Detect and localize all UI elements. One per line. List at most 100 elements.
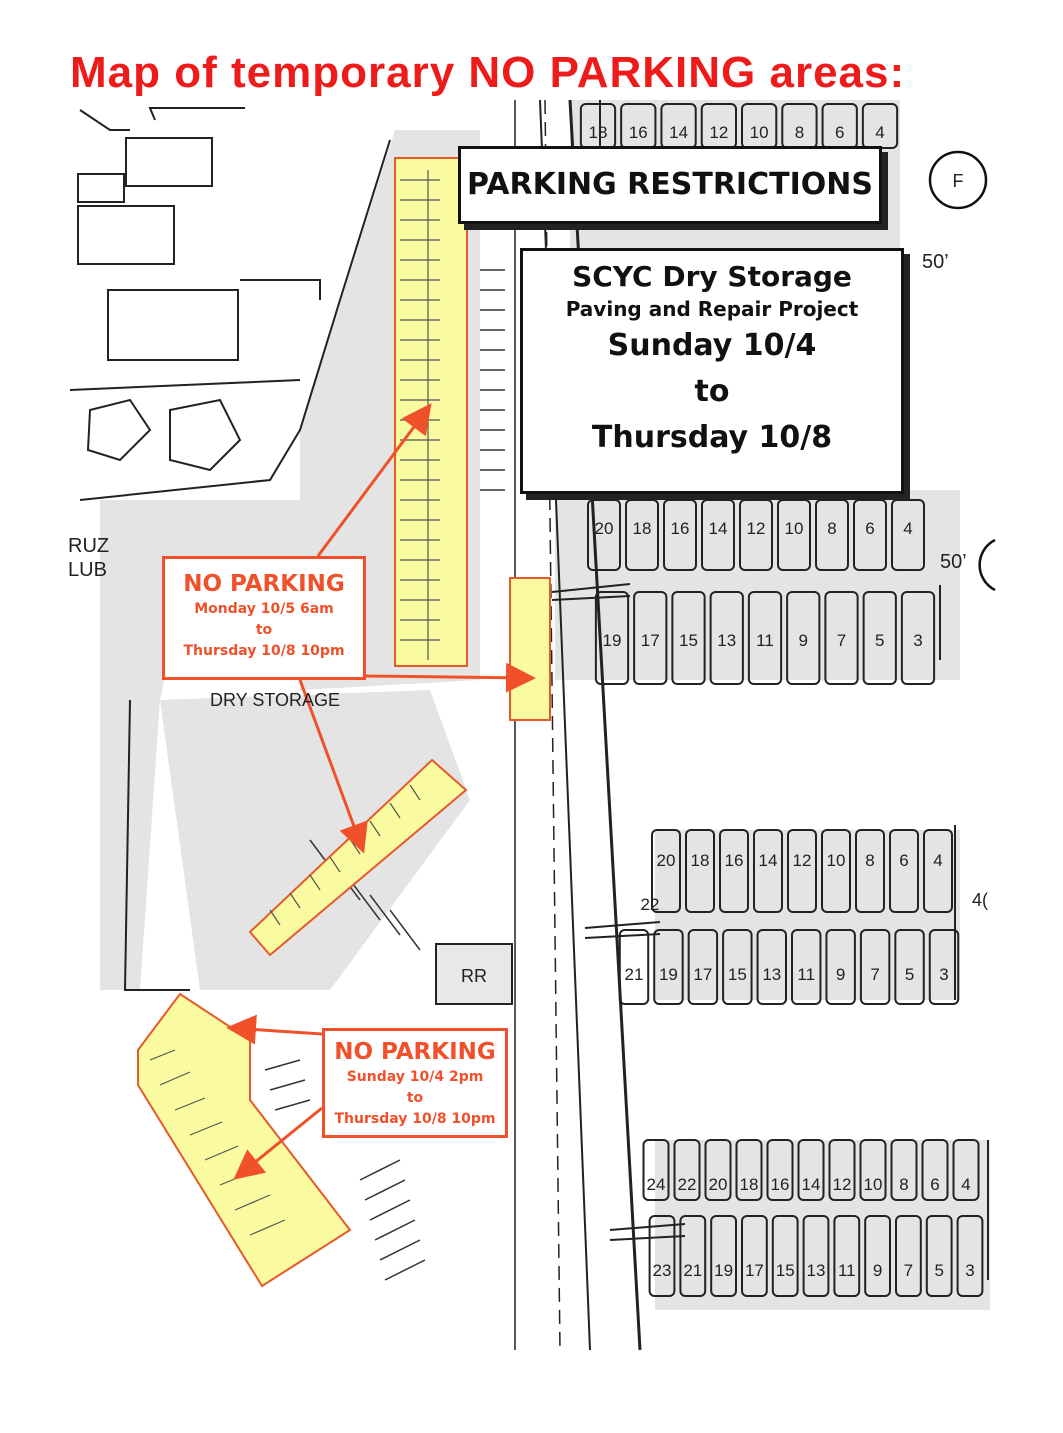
slip-number: 10 — [750, 123, 769, 142]
no-parking-2-heading: NO PARKING — [334, 1039, 496, 1065]
dock-slip — [815, 499, 849, 571]
marker-arc-2 — [978, 538, 996, 592]
slip-number: 7 — [837, 631, 846, 650]
slip-number: 17 — [745, 1261, 764, 1280]
dock-slip — [587, 499, 621, 571]
arrow-to-south-lot — [233, 1106, 323, 1180]
slip-number: 22 — [678, 1175, 697, 1194]
marker-f-circle — [928, 150, 988, 210]
slip-number: 6 — [835, 123, 844, 142]
no-parking-zones — [137, 157, 551, 1288]
slip-number: 20 — [595, 519, 614, 538]
dock-slip — [663, 499, 697, 571]
slip-number: 6 — [899, 851, 908, 870]
slip-number: 5 — [875, 631, 884, 650]
dock-slip — [710, 1215, 738, 1297]
dock-slip — [771, 1215, 799, 1297]
zone-diagonal-strip — [248, 758, 468, 957]
slip-number: 4 — [933, 851, 942, 870]
dock-slip — [709, 591, 744, 685]
arrows — [226, 403, 536, 1180]
slip-number: 16 — [725, 851, 744, 870]
zone-south-lot — [137, 992, 352, 1288]
dock-slip — [747, 591, 783, 685]
project-to: to — [694, 374, 730, 409]
buildings — [77, 107, 321, 472]
slip-number: 3 — [939, 965, 948, 984]
dock-slip — [722, 929, 753, 1005]
slip-number: 23 — [653, 1261, 672, 1280]
dock-slip — [625, 499, 659, 571]
slip-number: 15 — [776, 1261, 795, 1280]
dock-slip — [687, 929, 719, 1005]
slip-number: 17 — [693, 965, 712, 984]
dock-slip — [673, 1139, 701, 1201]
slip-number: 19 — [659, 965, 678, 984]
slip-number: 10 — [864, 1175, 883, 1194]
dock-slip — [853, 499, 887, 571]
dock-slip — [777, 499, 811, 571]
slip-number: 8 — [795, 123, 804, 142]
slip-number: 10 — [827, 851, 846, 870]
parking-stalls — [264, 269, 505, 1281]
slip-number: 7 — [870, 965, 879, 984]
slip-number: 11 — [756, 631, 774, 650]
slip-number: 15 — [679, 631, 698, 650]
docks-structure — [551, 100, 989, 1280]
dock-slip — [735, 1139, 763, 1201]
slip-number: 4 — [903, 519, 912, 538]
slip-number-side: 22 — [641, 895, 660, 914]
dock-slip — [719, 829, 749, 913]
dock-slip — [679, 1215, 707, 1297]
dock-slip — [821, 829, 851, 913]
dock-slip — [824, 591, 859, 685]
dock-slip — [859, 1139, 887, 1201]
dock-slip — [859, 929, 891, 1005]
dock-slip — [701, 499, 735, 571]
project-name: SCYC Dry Storage — [572, 260, 852, 293]
dock-slip — [594, 591, 630, 685]
slip-number: 18 — [740, 1175, 759, 1194]
slip-number: 14 — [802, 1175, 821, 1194]
fence-lines — [69, 139, 391, 991]
slip-number: 14 — [709, 519, 728, 538]
project-start-date: Sunday 10/4 — [607, 328, 817, 363]
slip-number: 18 — [633, 519, 652, 538]
dock-slip — [797, 1139, 825, 1201]
dock-slip — [685, 829, 715, 913]
no-parking-1-end: Thursday 10/8 10pm — [183, 643, 345, 659]
slip-number: 20 — [657, 851, 676, 870]
dock-slip — [890, 1139, 918, 1201]
slip-number: 3 — [913, 631, 922, 650]
project-end-date: Thursday 10/8 — [591, 420, 833, 455]
no-parking-notice-2: NO PARKING Sunday 10/4 2pm to Thursday 1… — [322, 1028, 508, 1138]
dock-slip — [618, 929, 650, 1005]
slip-number: 8 — [899, 1175, 908, 1194]
arrow-to-road-strip — [365, 662, 536, 693]
slip-number: 9 — [873, 1261, 882, 1280]
dock-slip — [895, 1215, 922, 1297]
dock-slip — [791, 929, 822, 1005]
dock-slip — [766, 1139, 794, 1201]
dock-slip — [952, 1139, 980, 1201]
dock-slip — [648, 1215, 676, 1297]
club-label-2: LUB — [68, 559, 107, 581]
parking-restrictions-box: PARKING RESTRICTIONS — [458, 146, 882, 224]
dock-slip — [671, 591, 706, 685]
project-subtitle: Paving and Repair Project — [565, 297, 859, 321]
parking-restrictions-heading: PARKING RESTRICTIONS — [467, 167, 873, 202]
dock-slip — [828, 1139, 856, 1201]
slip-number: 9 — [836, 965, 845, 984]
dock-slip — [825, 929, 856, 1005]
distance-label-1: 50’ — [922, 251, 949, 273]
slip-number: 10 — [785, 519, 804, 538]
slip-number: 16 — [771, 1175, 790, 1194]
no-parking-2-to: to — [406, 1090, 424, 1106]
dock-slip — [741, 1215, 768, 1297]
slip-number: 5 — [934, 1261, 943, 1280]
slip-number: 12 — [747, 519, 766, 538]
slip-number: 8 — [827, 519, 836, 538]
dock-slip — [900, 591, 936, 685]
no-parking-2-end: Thursday 10/8 10pm — [334, 1111, 496, 1127]
